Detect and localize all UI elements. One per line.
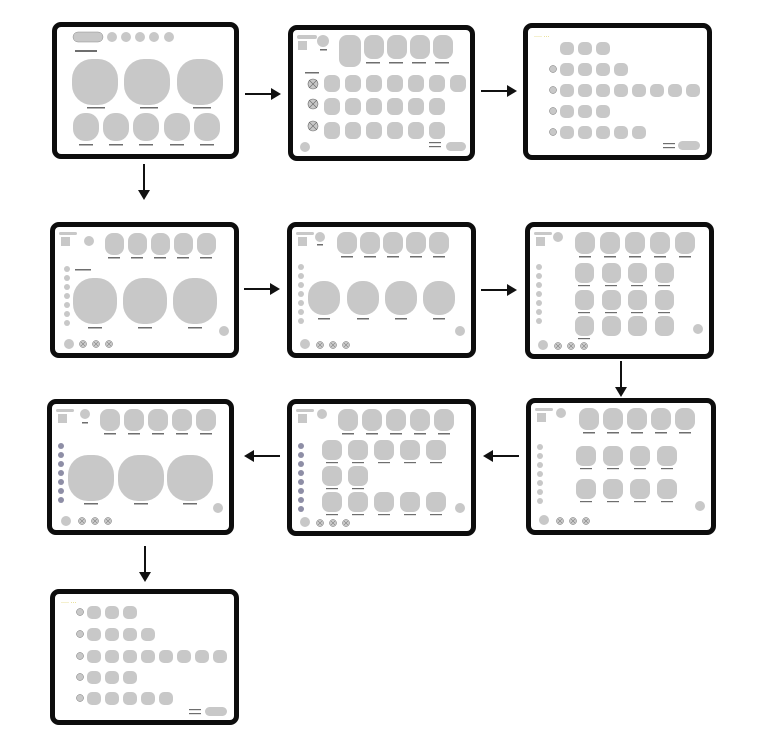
screen-9: [47, 399, 234, 535]
screen-6: [525, 222, 714, 359]
tiny-label: ···· ···: [534, 34, 550, 40]
arrow-right: [245, 88, 281, 100]
screen-1-content: [72, 31, 223, 146]
arrow-right: [481, 85, 517, 97]
arrow-down: [615, 361, 627, 397]
screen-1: [52, 22, 239, 159]
screen-7-content: [535, 408, 705, 525]
screen-5: [287, 222, 476, 358]
screen-3-content: ···· ···: [534, 34, 700, 150]
screen-4-content: [59, 232, 229, 349]
tiny-label: ···· ···: [61, 600, 77, 606]
screen-10-content: ···· ···: [61, 600, 227, 716]
screen-3: ···· ···: [523, 23, 712, 160]
screen-9-content: [56, 409, 223, 526]
screen-10: ···· ···: [50, 589, 239, 725]
screen-6-content: [534, 232, 703, 350]
screen-8-content: [296, 409, 465, 527]
screen-2-content: [297, 35, 466, 152]
arrow-right: [481, 284, 517, 296]
screen-8: [287, 399, 476, 536]
arrow-left: [244, 450, 280, 462]
screen-4: [50, 222, 239, 358]
arrow-down: [139, 546, 151, 582]
arrow-down: [138, 164, 150, 200]
arrow-left: [483, 450, 519, 462]
arrow-right: [244, 283, 280, 295]
screen-7: [526, 398, 716, 535]
screen-5-content: [296, 232, 465, 349]
screen-2: [288, 25, 475, 161]
